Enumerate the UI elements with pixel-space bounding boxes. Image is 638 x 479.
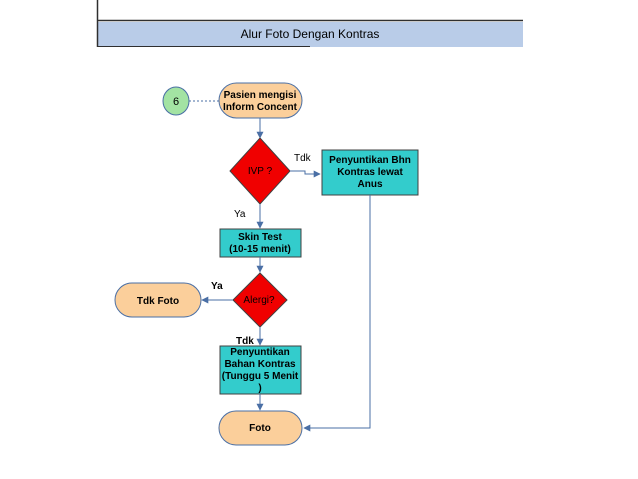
header-band <box>97 22 523 47</box>
start-line-1: Pasien mengisi <box>224 90 297 101</box>
decision-ivp: IVP ? <box>229 137 291 205</box>
label-allergy-no: Tdk <box>236 336 254 347</box>
arrow-anus-to-photo <box>303 195 371 432</box>
decision-ivp-label: IVP ? <box>248 166 273 177</box>
label-ivp-yes: Ya <box>234 209 246 220</box>
skin-test-line-2: (10-15 menit) <box>229 244 291 255</box>
decision-allergy: Alergi? <box>232 272 288 328</box>
injection-contrast-line-2: Bahan Kontras <box>224 359 296 370</box>
injection-anus-line-3: Anus <box>358 179 383 190</box>
page-title: Alur Foto Dengan Kontras <box>241 27 380 41</box>
start-terminal: Pasien mengisi Inform Concent <box>218 82 303 119</box>
header: Alur Foto Dengan Kontras <box>96 0 523 47</box>
injection-anus-line-2: Kontras lewat <box>337 167 403 178</box>
terminal-no-photo: Tdk Foto <box>114 282 202 318</box>
connector-6: 6 <box>162 86 190 116</box>
connector-label: 6 <box>173 96 179 108</box>
decision-allergy-label: Alergi? <box>243 295 275 306</box>
injection-contrast-line-4: ) <box>258 383 261 394</box>
injection-anus-line-1: Penyuntikan Bhn <box>329 155 411 166</box>
start-line-2: Inform Concent <box>223 102 298 113</box>
skin-test-line-1: Skin Test <box>238 232 282 243</box>
process-injection-contrast: Penyuntikan Bahan Kontras (Tunggu 5 Meni… <box>219 345 302 395</box>
photo-label: Foto <box>249 423 271 434</box>
label-allergy-yes: Ya <box>211 281 223 292</box>
process-injection-anus: Penyuntikan Bhn Kontras lewat Anus <box>321 149 419 196</box>
no-photo-label: Tdk Foto <box>137 296 179 307</box>
injection-contrast-line-1: Penyuntikan <box>230 347 289 358</box>
arrow-ivp-no <box>290 170 321 178</box>
label-ivp-no: Tdk <box>294 153 312 164</box>
terminal-photo: Foto <box>218 410 303 446</box>
process-skin-test: Skin Test (10-15 menit) <box>219 228 302 258</box>
injection-contrast-line-3: (Tunggu 5 Menit <box>222 371 299 382</box>
